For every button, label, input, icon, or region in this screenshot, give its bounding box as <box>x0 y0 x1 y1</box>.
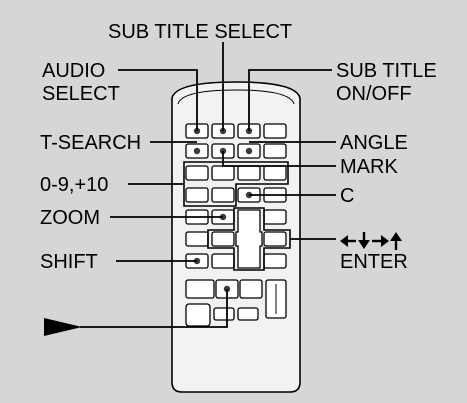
row7-button <box>211 253 235 269</box>
digits-frame <box>183 161 289 207</box>
digit-button <box>237 165 261 181</box>
left-arrow-button <box>211 231 235 247</box>
play-triangle-icon <box>44 318 82 336</box>
digit-button <box>211 165 235 181</box>
row6-button <box>185 231 209 247</box>
indicator-dots <box>193 127 253 293</box>
t-search-label: T-SEARCH <box>40 132 141 154</box>
digits-label: 0-9,+10 <box>40 174 108 196</box>
audio-select-label-line1: AUDIO <box>42 60 105 82</box>
right-arrow-button <box>263 231 287 247</box>
arrows-frame <box>207 207 291 271</box>
zoom-label: ZOOM <box>40 207 100 229</box>
shift-label: SHIFT <box>40 251 98 273</box>
bottom-button <box>185 279 215 299</box>
enter-label: ENTER <box>340 251 408 273</box>
digit-button <box>185 165 209 181</box>
group-frames <box>183 161 291 271</box>
c-label: C <box>340 185 354 207</box>
row2-extra-button <box>263 143 287 159</box>
bottom-button <box>239 279 263 299</box>
row1-extra-button <box>263 123 287 139</box>
small-button <box>213 307 235 321</box>
remote-buttons <box>185 123 287 327</box>
labels: SUB TITLE SELECT AUDIO SELECT SUB TITLE … <box>40 21 437 273</box>
sub-title-select-label: SUB TITLE SELECT <box>108 21 292 43</box>
mark-label: MARK <box>340 156 398 178</box>
square-button <box>185 303 211 327</box>
four-direction-arrows-icon <box>340 232 402 250</box>
sub-title-onoff-label-line2: ON/OFF <box>336 83 412 105</box>
audio-select-label-line2: SELECT <box>42 83 120 105</box>
sub-title-onoff-label-line1: SUB TITLE <box>336 60 437 82</box>
digit-button <box>211 187 235 203</box>
digit-button <box>263 165 287 181</box>
small-button <box>237 307 259 321</box>
leader-lines <box>80 42 336 328</box>
row7-extra-button <box>263 253 287 269</box>
digit-button <box>185 187 209 203</box>
cross-pad <box>235 209 263 269</box>
row5-extra-button <box>263 209 287 225</box>
angle-label: ANGLE <box>340 132 408 154</box>
